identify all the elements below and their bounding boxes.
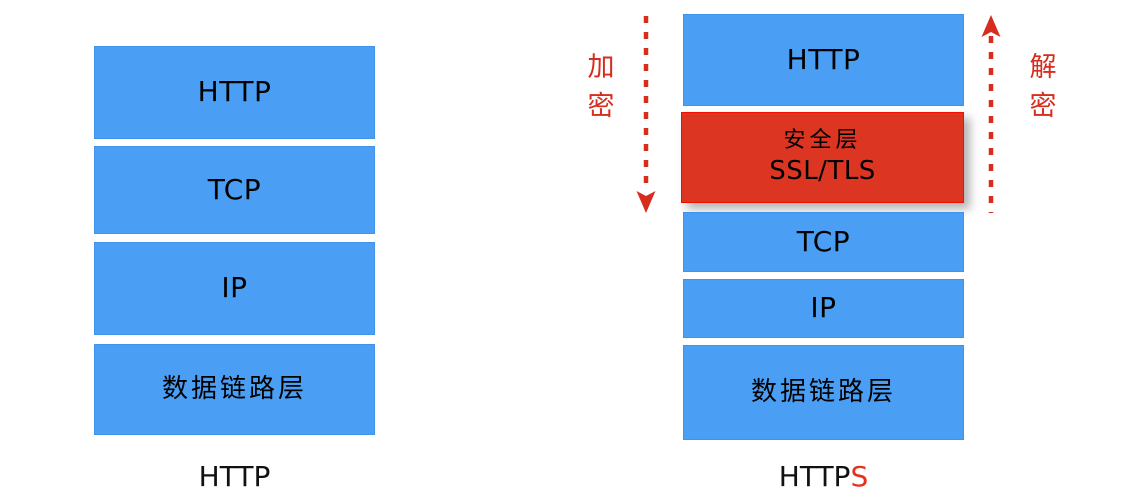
left-layer-ip-label: IP [221, 271, 248, 305]
annotation-encrypt-text: 加密 [584, 48, 618, 126]
decrypt-arrow-up-icon [981, 15, 1001, 213]
right-stack-caption: HTTPS [683, 460, 964, 493]
left-stack-caption: HTTP [94, 460, 375, 493]
annotation-decrypt-label: 解密 [1029, 52, 1057, 123]
left-layer-data-link-label: 数据链路层 [161, 374, 307, 405]
right-layer-http: HTTP [683, 14, 964, 106]
annotation-encrypt-label: 加密 [587, 52, 615, 123]
right-layer-data-link-label: 数据链路层 [750, 377, 896, 408]
right-layer-ip-label: IP [810, 291, 837, 325]
left-stack-caption-text: HTTP [198, 460, 271, 493]
right-layer-ip: IP [683, 279, 964, 338]
right-layer-tcp-label: TCP [796, 224, 851, 258]
left-layer-ip: IP [94, 242, 375, 335]
left-layer-tcp-label: TCP [207, 172, 262, 206]
left-layer-tcp: TCP [94, 146, 375, 234]
right-stack-caption-accent: S [850, 460, 869, 493]
left-layer-data-link: 数据链路层 [94, 344, 375, 435]
left-layer-http: HTTP [94, 46, 375, 139]
right-layer-http-label: HTTP [786, 42, 861, 76]
encrypt-arrow-down-icon [636, 16, 656, 213]
annotation-decrypt-text: 解密 [1026, 48, 1060, 126]
right-layer-security-latin-label: SSL/TLS [769, 156, 876, 187]
right-layer-tcp: TCP [683, 212, 964, 272]
right-stack-caption-text: HTTP [778, 460, 851, 493]
right-layer-data-link: 数据链路层 [683, 345, 964, 440]
right-layer-security-ssl-tls: 安全层 SSL/TLS [681, 112, 964, 203]
right-layer-security-cjk-label: 安全层 [783, 128, 862, 154]
left-layer-http-label: HTTP [197, 75, 272, 109]
